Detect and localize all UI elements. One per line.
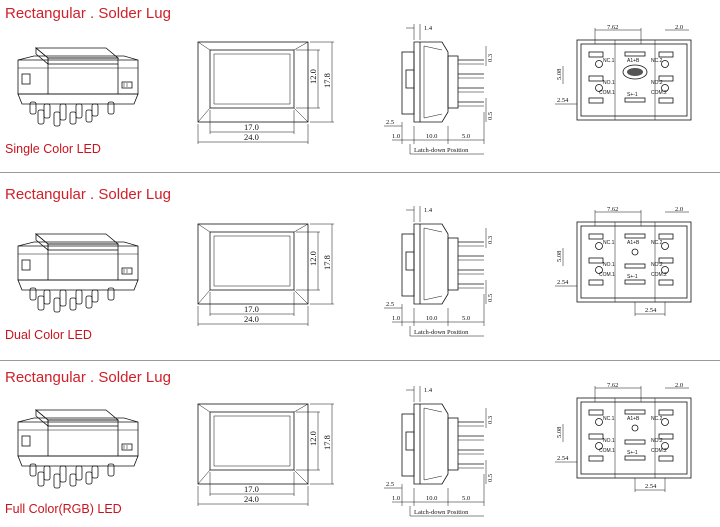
section-full-color-rgb: Rectangular . Solder Lug Full Color(RGB)…	[0, 364, 720, 527]
dim-inner-width: 17.0	[244, 122, 259, 132]
pin-label-nc1: NC.1	[603, 58, 615, 64]
dim-outer-height: 17.8	[322, 435, 332, 450]
pin-label-com2: COM.2	[651, 90, 667, 96]
dim-side-bottom-c: 5.0	[462, 315, 470, 322]
pin-label-com2: COM.2	[651, 272, 667, 278]
switch-3d-illustration	[17, 47, 139, 127]
led-label-bottom: S+-1	[627, 92, 638, 98]
dim-side-left: 2.5	[386, 301, 394, 308]
led-label-top: A1+B	[627, 240, 640, 246]
dim-inner-width: 17.0	[244, 484, 259, 494]
side-view-drawing: 1.4 0.3 0.5 2.5 1.0 10.0 5.0 Latch-down …	[384, 206, 494, 337]
dim-pin-bottom-right: 2.54	[645, 307, 657, 314]
dim-side-right-a: 0.3	[487, 54, 494, 62]
led-label-top: A1+B	[627, 58, 640, 64]
pin-label-no2: NO.2	[651, 262, 663, 268]
dim-pin-top: 7.62	[607, 382, 618, 389]
dim-side-bottom-c: 5.0	[462, 133, 470, 140]
dim-side-left: 2.5	[386, 481, 394, 488]
dim-pin-top: 7.62	[607, 24, 618, 31]
dim-pin-left: 5.08	[556, 251, 563, 262]
dim-side-right-b: 0.5	[487, 112, 494, 120]
dim-pin-bottom-left: 2.54	[557, 279, 569, 286]
pin-label-nc2: NC.2	[651, 58, 663, 64]
section-title: Rectangular . Solder Lug	[5, 5, 171, 22]
pin-label-nc2: NC.2	[651, 240, 663, 246]
dim-pin-bottom-left: 2.54	[557, 97, 569, 104]
section-dual-color: Rectangular . Solder Lug Dual Color LED	[0, 180, 720, 361]
dim-side-right-a: 0.3	[487, 236, 494, 244]
section-single-color: Rectangular . Solder Lug Single Color LE…	[0, 0, 720, 173]
dim-pin-top-right: 2.0	[675, 206, 683, 213]
dim-inner-height: 12.0	[308, 251, 318, 266]
pin-label-no1: NO.1	[603, 438, 615, 444]
pin-label-no1: NO.1	[603, 80, 615, 86]
dim-side-bottom-a: 1.0	[392, 315, 400, 322]
pin-label-no2: NO.2	[651, 80, 663, 86]
latch-down-label: Latch-down Position	[414, 147, 469, 154]
section-caption: Full Color(RGB) LED	[5, 502, 122, 516]
pin-label-nc1: NC.1	[603, 240, 615, 246]
pin-label-com1: COM.1	[599, 90, 615, 96]
dim-inner-height: 12.0	[308, 69, 318, 84]
side-view-drawing: 1.4 0.3 0.5 2.5 1.0 10.0 5.0 Latch-down …	[384, 24, 494, 155]
side-view-drawing: 1.4 0.3 0.5 2.5 1.0 10.0 5.0 Latch-down …	[384, 386, 494, 517]
dim-side-top: 1.4	[424, 25, 433, 32]
front-view-drawing: 17.0 24.0 12.0 17.8	[197, 223, 334, 326]
pin-label-com2: COM.2	[651, 448, 667, 454]
dim-pin-left: 5.08	[556, 427, 563, 438]
pin-layout-drawing: 7.62 2.0 NC.1 NC.2 NO.1 NO.2 COM.1 COM.2…	[555, 382, 692, 492]
dim-side-bottom-a: 1.0	[392, 133, 400, 140]
pin-label-nc2: NC.2	[651, 416, 663, 422]
front-view-drawing: 17.0 24.0 12.0 17.8	[197, 403, 334, 506]
pin-label-com1: COM.1	[599, 448, 615, 454]
latch-down-label: Latch-down Position	[414, 329, 469, 336]
dim-side-top: 1.4	[424, 387, 433, 394]
pin-layout-drawing: 7.62 2.0 NC.1 NC.2 NO.1 NO.2 COM.1 COM.2…	[555, 24, 692, 121]
switch-3d-illustration	[17, 409, 139, 489]
dim-side-bottom-b: 10.0	[426, 495, 437, 502]
dim-inner-height: 12.0	[308, 431, 318, 446]
latch-down-label: Latch-down Position	[414, 509, 469, 516]
led-label-bottom: S+-1	[627, 450, 638, 456]
dim-outer-width: 24.0	[244, 132, 259, 142]
dim-inner-width: 17.0	[244, 304, 259, 314]
switch-3d-illustration	[17, 233, 139, 313]
dim-outer-width: 24.0	[244, 494, 259, 504]
dim-outer-width: 24.0	[244, 314, 259, 324]
dim-pin-top: 7.62	[607, 206, 618, 213]
dim-pin-top-right: 2.0	[675, 24, 683, 31]
section-caption: Single Color LED	[5, 142, 101, 156]
dim-outer-height: 17.8	[322, 255, 332, 270]
dim-side-bottom-a: 1.0	[392, 495, 400, 502]
dim-side-bottom-c: 5.0	[462, 495, 470, 502]
pin-label-com1: COM.1	[599, 272, 615, 278]
pin-label-no2: NO.2	[651, 438, 663, 444]
dim-side-left: 2.5	[386, 119, 394, 126]
section-divider	[0, 360, 720, 361]
led-label-top: A1+B	[627, 416, 640, 422]
dim-pin-left: 5.08	[556, 69, 563, 80]
dim-outer-height: 17.8	[322, 73, 332, 88]
dim-side-right-a: 0.3	[487, 416, 494, 424]
section-caption: Dual Color LED	[5, 328, 92, 342]
section-divider	[0, 172, 720, 173]
pin-label-nc1: NC.1	[603, 416, 615, 422]
dim-side-bottom-b: 10.0	[426, 133, 437, 140]
led-label-bottom: S+-1	[627, 274, 638, 280]
section-title: Rectangular . Solder Lug	[5, 186, 171, 203]
front-view-drawing: 17.0 24.0 12.0 17.8	[197, 41, 334, 144]
pin-layout-drawing: 7.62 2.0 NC.1 NC.2 NO.1 NO.2 COM.1 COM.2…	[555, 206, 692, 316]
dim-side-bottom-b: 10.0	[426, 315, 437, 322]
dim-side-top: 1.4	[424, 207, 433, 214]
section-title: Rectangular . Solder Lug	[5, 369, 171, 386]
dim-pin-bottom-right: 2.54	[645, 483, 657, 490]
dim-pin-bottom-left: 2.54	[557, 455, 569, 462]
pin-label-no1: NO.1	[603, 262, 615, 268]
dim-side-right-b: 0.5	[487, 294, 494, 302]
dim-pin-top-right: 2.0	[675, 382, 683, 389]
dim-side-right-b: 0.5	[487, 474, 494, 482]
